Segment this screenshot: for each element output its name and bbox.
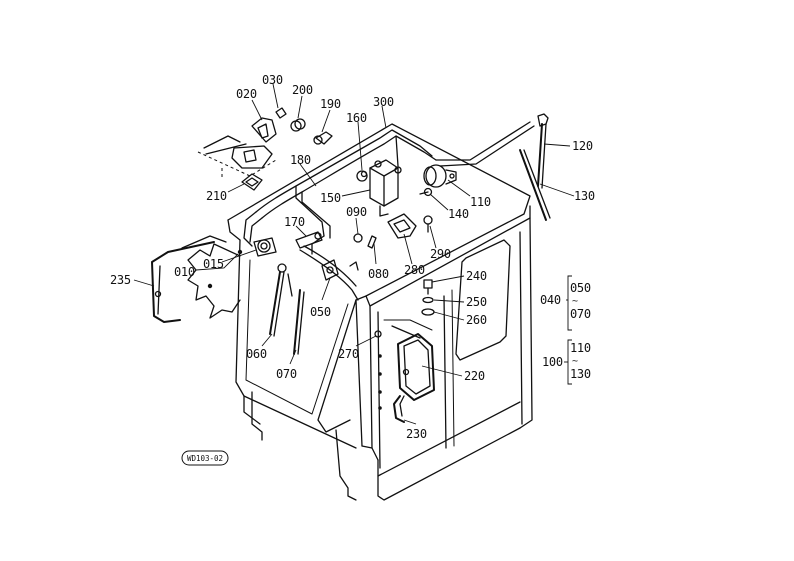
label-200: 200 bbox=[292, 83, 313, 97]
component-130-wiper-blade bbox=[519, 149, 551, 221]
group-040-range-mark: ~ bbox=[572, 296, 578, 307]
label-160: 160 bbox=[346, 111, 367, 125]
label-170: 170 bbox=[284, 215, 305, 229]
component-110-motor bbox=[423, 164, 457, 188]
cab-body bbox=[151, 123, 533, 501]
drawing-code-text: WD103-02 bbox=[187, 454, 223, 463]
group-040-member-end: 070 bbox=[570, 307, 591, 321]
drawing-code-badge: WD103-02 bbox=[181, 450, 229, 466]
label-050: 050 bbox=[310, 305, 331, 319]
label-250: 250 bbox=[466, 295, 487, 309]
component-070 bbox=[293, 289, 305, 355]
component-090 bbox=[353, 233, 363, 243]
component-140 bbox=[419, 187, 433, 197]
label-140: 140 bbox=[448, 207, 469, 221]
label-110: 110 bbox=[470, 195, 491, 209]
component-060 bbox=[269, 263, 293, 337]
label-150: 150 bbox=[320, 191, 341, 205]
label-180: 180 bbox=[290, 153, 311, 167]
label-015: 015 bbox=[203, 257, 224, 271]
label-020: 020 bbox=[236, 87, 257, 101]
harness-300 bbox=[243, 121, 535, 301]
leader-lines bbox=[133, 83, 575, 425]
label-240: 240 bbox=[466, 269, 487, 283]
label-220: 220 bbox=[464, 369, 485, 383]
label-270: 270 bbox=[338, 347, 359, 361]
label-280: 280 bbox=[404, 263, 425, 277]
label-120: 120 bbox=[572, 139, 593, 153]
group-040-member-start: 050 bbox=[570, 281, 591, 295]
component-170 bbox=[295, 231, 323, 249]
component-230 bbox=[393, 395, 405, 423]
group-040-label: 040 bbox=[540, 293, 561, 307]
part-labels: 030 020 200 190 300 160 180 150 210 170 … bbox=[110, 73, 595, 441]
component-080 bbox=[349, 235, 377, 271]
label-070: 070 bbox=[276, 367, 297, 381]
label-230: 230 bbox=[406, 427, 427, 441]
label-260: 260 bbox=[466, 313, 487, 327]
label-010: 010 bbox=[174, 265, 195, 279]
component-280 bbox=[387, 213, 417, 239]
group-100: 100 110 ~ 130 bbox=[542, 339, 591, 385]
label-060: 060 bbox=[246, 347, 267, 361]
component-120-wiper-arm bbox=[537, 113, 549, 189]
component-160 bbox=[356, 170, 368, 182]
group-040: 040 050 ~ 070 bbox=[540, 275, 591, 331]
component-270 bbox=[374, 325, 421, 410]
group-100-range-mark: ~ bbox=[572, 356, 578, 367]
group-100-member-start: 110 bbox=[570, 341, 591, 355]
component-150-reservoir bbox=[369, 159, 399, 217]
group-100-member-end: 130 bbox=[570, 367, 591, 381]
component-220 bbox=[397, 333, 435, 401]
label-290: 290 bbox=[430, 247, 451, 261]
label-080: 080 bbox=[368, 267, 389, 281]
component-050 bbox=[321, 259, 339, 281]
label-090: 090 bbox=[346, 205, 367, 219]
label-210: 210 bbox=[206, 189, 227, 203]
component-290 bbox=[423, 215, 433, 233]
group-100-label: 100 bbox=[542, 355, 563, 369]
label-190: 190 bbox=[320, 97, 341, 111]
label-300: 300 bbox=[373, 95, 394, 109]
component-015 bbox=[253, 237, 277, 257]
component-240-stack bbox=[421, 279, 435, 316]
label-235: 235 bbox=[110, 273, 131, 287]
component-020-cluster bbox=[197, 107, 333, 191]
label-030: 030 bbox=[262, 73, 283, 87]
label-130: 130 bbox=[574, 189, 595, 203]
